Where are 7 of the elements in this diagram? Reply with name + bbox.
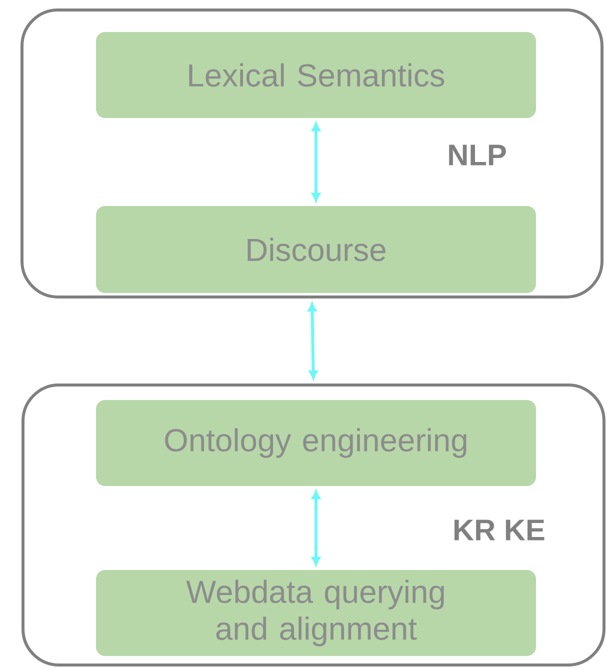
process-box: Lexical Semantics — [96, 32, 536, 118]
process-box: Ontology engineering — [96, 400, 536, 486]
process-box: Discourse — [96, 206, 536, 293]
process-box: Webdata querying and alignment — [96, 570, 536, 656]
arrow — [312, 122, 320, 202]
arrow — [312, 490, 320, 566]
arrow — [308, 302, 318, 380]
